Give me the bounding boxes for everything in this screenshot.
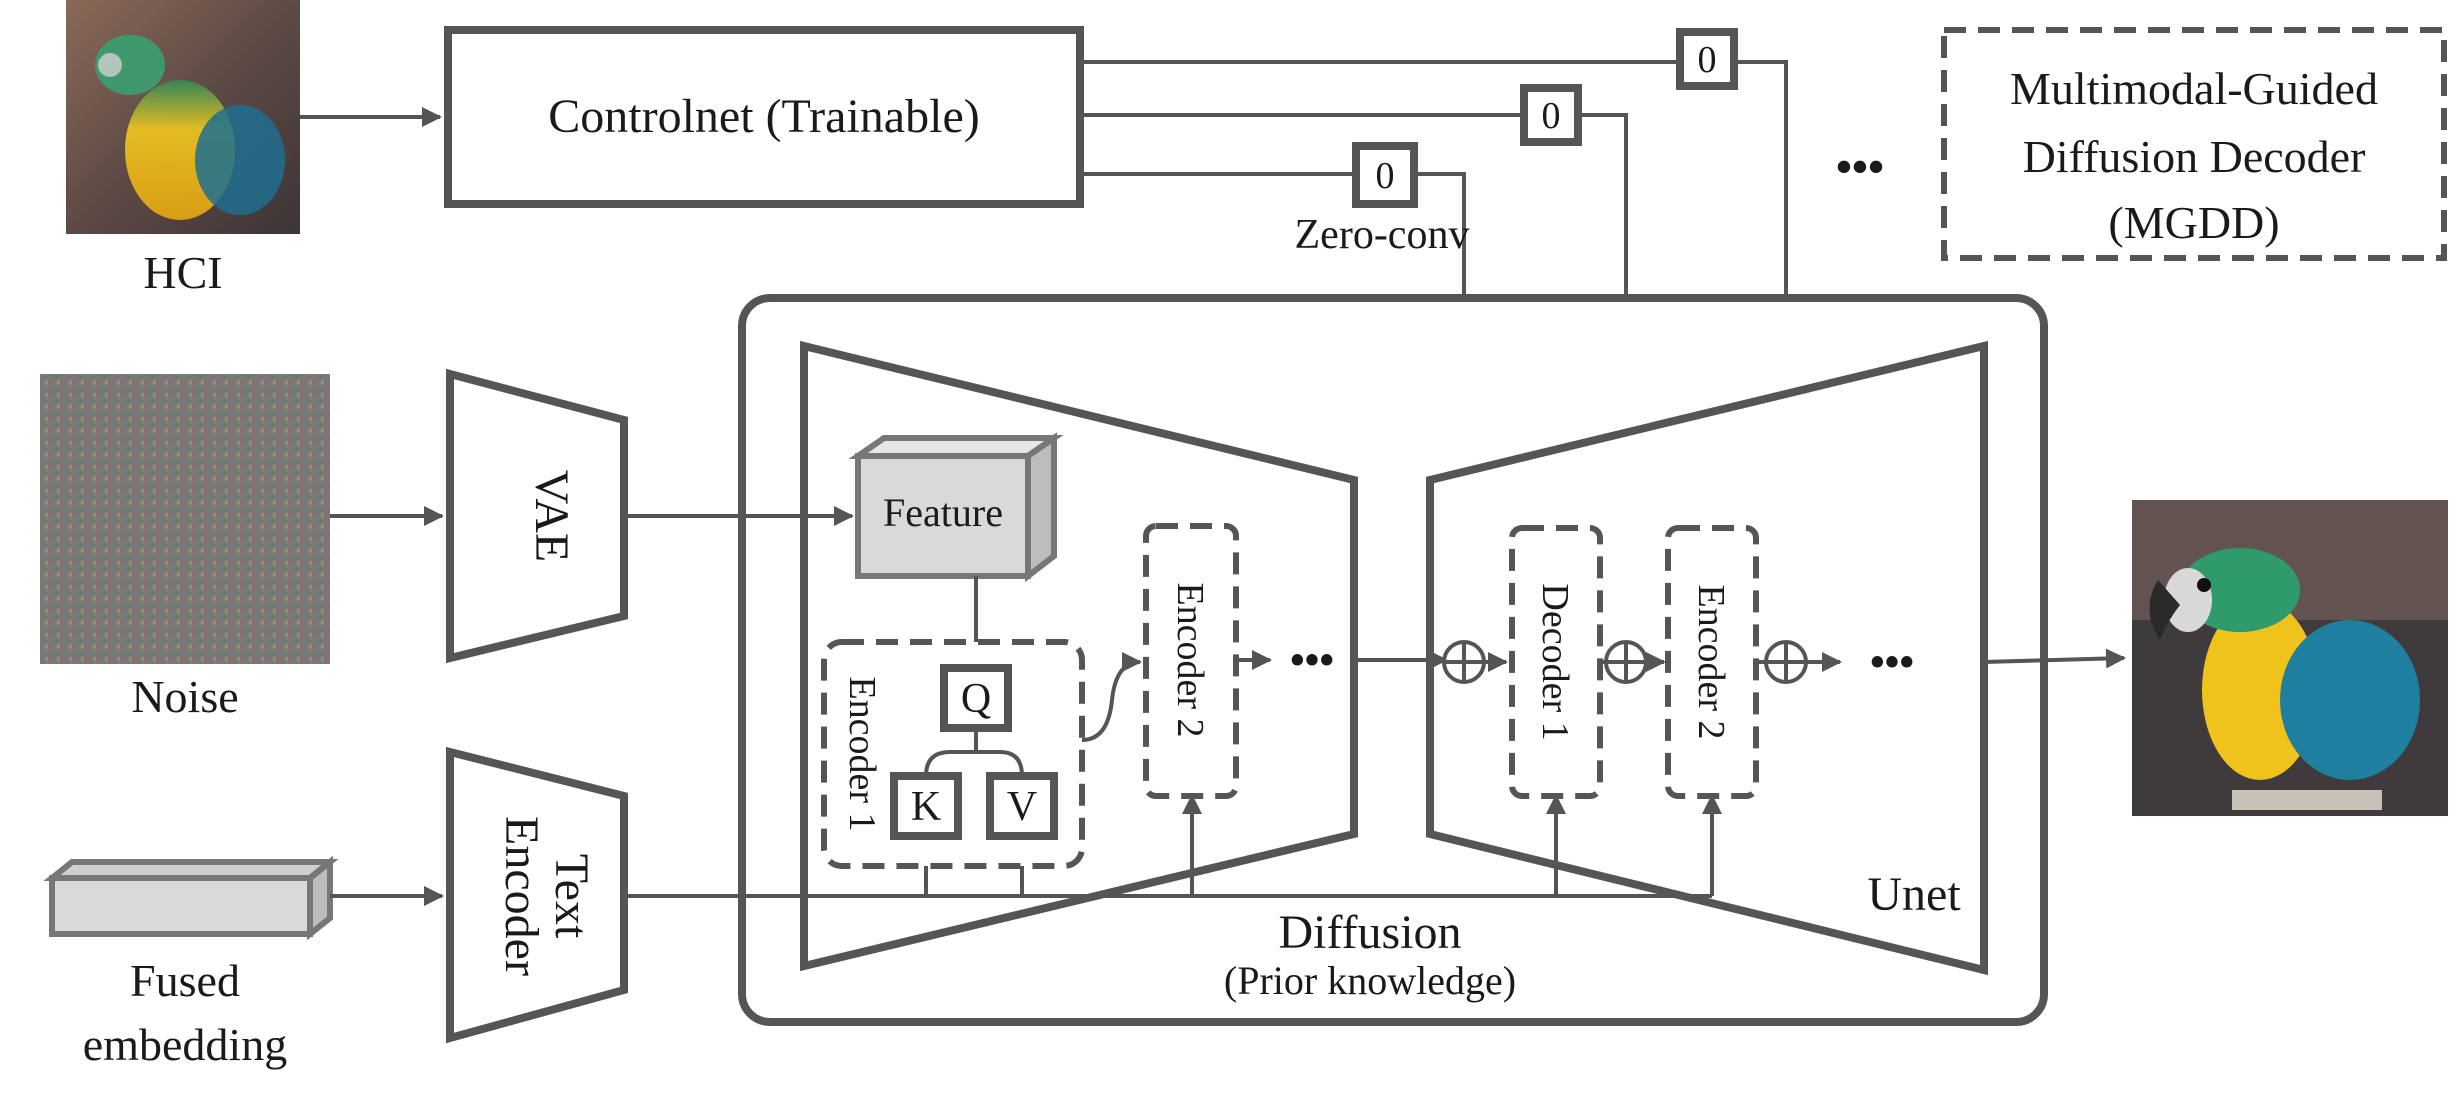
adder-2 (1604, 640, 1648, 684)
unet-encoder-half (800, 340, 1358, 972)
feature-label: Feature (883, 490, 1003, 535)
zero-conv-box-1 (1352, 142, 1418, 208)
mgdd-line1: Multimodal-Guided (2010, 63, 2378, 114)
embedding-label-line1: Fused (130, 955, 240, 1006)
k-box (890, 772, 962, 840)
hci-label: HCI (143, 247, 222, 298)
controlnet-label: Controlnet (Trainable) (548, 90, 979, 143)
decoder1-label: Decoder 1 (1534, 583, 1576, 740)
zero-conv-value-3: 0 (1698, 39, 1717, 81)
feature-block (848, 432, 1064, 583)
adder-3 (1764, 640, 1808, 684)
vae-label: VAE (525, 470, 578, 562)
output-image (2132, 500, 2448, 816)
adder-1 (1442, 640, 1486, 684)
zero-conv-label: Zero-conv (1295, 212, 1470, 258)
encoder1-to-encoder2-arrow (1081, 652, 1142, 742)
encoder2-label: Encoder 2 (1169, 582, 1211, 737)
mgdd-box (1941, 27, 2447, 261)
encoder1-label: Encoder 1 (841, 676, 883, 831)
decoder-ellipsis: ••• (1870, 640, 1914, 686)
v-box (986, 772, 1058, 840)
mgdd-line2: Diffusion Decoder (2023, 131, 2366, 182)
v-label: V (1007, 784, 1037, 830)
zero-conv-value-1: 0 (1376, 155, 1395, 197)
encoder-ellipsis: ••• (1290, 638, 1334, 684)
text-encoder-line1: Text (545, 854, 598, 939)
text-encoder-line2: Encoder (495, 816, 548, 976)
controlnet-ellipsis: ••• (1836, 141, 1884, 192)
zero-conv-box-2 (1520, 84, 1582, 146)
fused-embedding-block (43, 855, 339, 941)
text-encoder-block (446, 746, 628, 1044)
diffusion-title: Diffusion (1278, 906, 1461, 959)
hci-image (66, 0, 300, 234)
unet-label: Unet (1867, 868, 1961, 921)
noise-image (40, 374, 330, 664)
zero-conv-value-2: 0 (1542, 95, 1561, 137)
unet-decoder-half (1426, 340, 1988, 976)
decoder-side-encoder2-label: Encoder 2 (1690, 584, 1732, 739)
diffusion-subtitle: (Prior knowledge) (1224, 958, 1516, 1003)
k-label: K (911, 784, 941, 830)
mgdd-line3: (MGDD) (2108, 197, 2279, 248)
controlnet-box (444, 26, 1084, 208)
zero-conv-box-3 (1676, 28, 1738, 90)
output-arrow (1983, 648, 2126, 669)
embedding-label-line2: embedding (83, 1019, 287, 1070)
noise-label: Noise (131, 671, 238, 722)
q-label: Q (961, 676, 991, 722)
vae-block (446, 368, 628, 664)
